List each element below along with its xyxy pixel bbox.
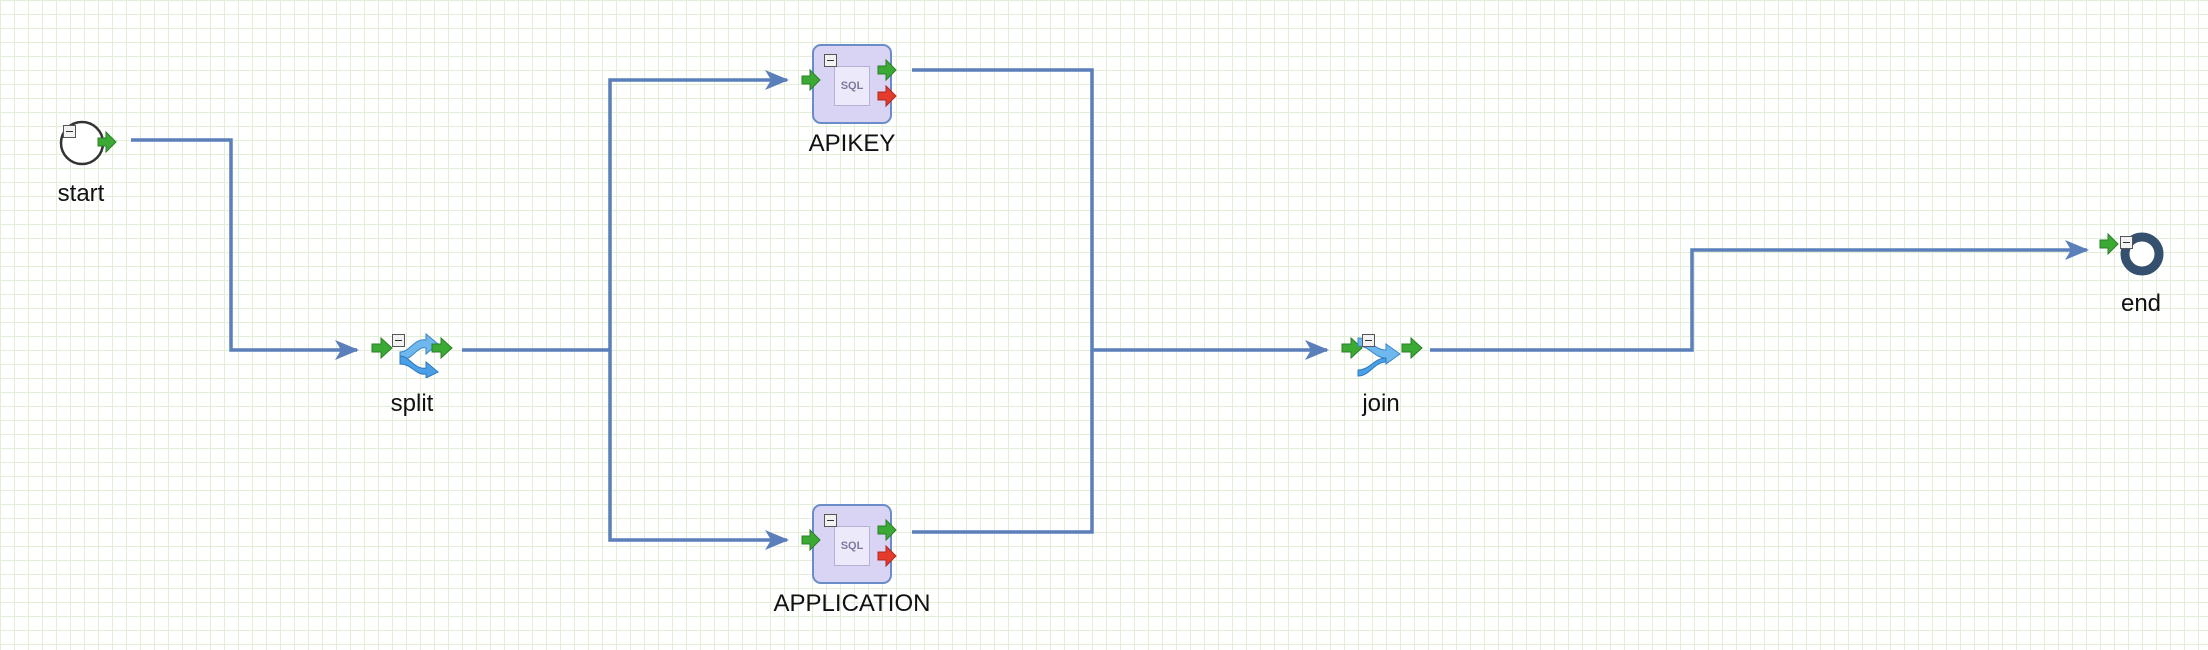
- collapse-icon[interactable]: [2120, 236, 2133, 249]
- collapse-icon[interactable]: [824, 54, 837, 67]
- node-label-end: end: [2120, 290, 2162, 317]
- edge-split-apikey[interactable]: [462, 70, 789, 352]
- edge-split-application[interactable]: [608, 350, 789, 550]
- node-label-application: APPLICATION: [773, 590, 931, 617]
- sql-icon: SQL: [834, 526, 870, 566]
- node-apikey[interactable]: SQL: [800, 42, 904, 128]
- node-join[interactable]: [1340, 330, 1424, 378]
- node-application[interactable]: SQL: [800, 502, 904, 588]
- collapse-icon[interactable]: [1362, 334, 1375, 347]
- node-label-start: start: [57, 180, 105, 207]
- node-split[interactable]: [370, 330, 454, 379]
- edge-start-split[interactable]: [131, 138, 359, 360]
- collapse-icon[interactable]: [824, 514, 837, 527]
- node-label-join: join: [1362, 390, 1400, 417]
- collapse-icon[interactable]: [392, 334, 405, 347]
- edge-join-end[interactable]: [1430, 240, 2089, 352]
- end-event-icon: [2099, 232, 2164, 276]
- collapse-icon[interactable]: [63, 125, 76, 138]
- node-label-split: split: [390, 390, 434, 417]
- edge-application-join[interactable]: [912, 350, 1094, 534]
- sql-icon: SQL: [834, 66, 870, 106]
- edge-apikey-join[interactable]: [912, 68, 1329, 360]
- node-start[interactable]: [56, 118, 136, 168]
- split-gateway-icon: [371, 332, 453, 379]
- join-gateway-icon: [1341, 336, 1423, 377]
- port-icons: [801, 518, 897, 568]
- node-label-apikey: APIKEY: [808, 130, 896, 157]
- port-icons: [801, 58, 897, 108]
- node-end[interactable]: [2098, 228, 2168, 278]
